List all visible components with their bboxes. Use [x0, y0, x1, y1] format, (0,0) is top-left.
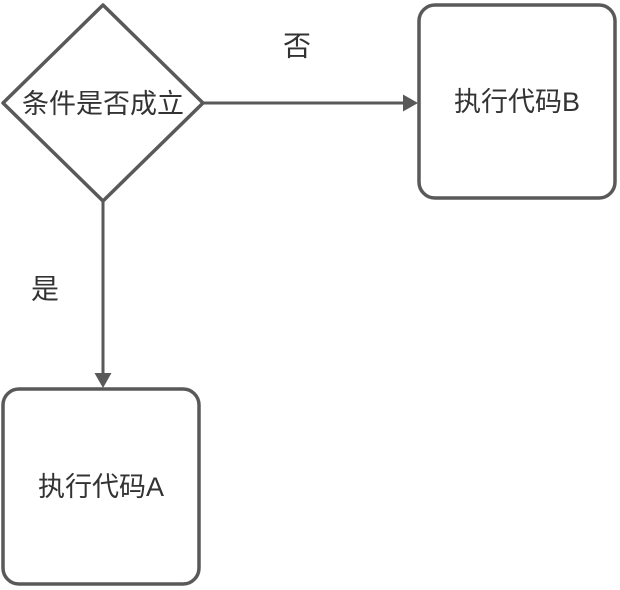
decision-diamond-shape	[1, 3, 205, 203]
process-box-b-label: 执行代码B	[454, 87, 580, 117]
node-execute-code-a: 执行代码A	[1, 387, 201, 586]
arrowhead-down-icon	[94, 373, 112, 388]
edge-yes: 是	[31, 202, 112, 388]
node-condition-decision: 条件是否成立	[1, 3, 205, 203]
node-execute-code-b: 执行代码B	[417, 3, 617, 200]
edge-no: 否	[204, 31, 418, 112]
process-box-b-shape	[417, 3, 617, 200]
arrowhead-right-icon	[403, 94, 418, 112]
edge-yes-label: 是	[31, 274, 59, 305]
process-box-a-shape	[1, 387, 201, 586]
decision-diamond-label: 条件是否成立	[22, 89, 184, 119]
process-box-a-label: 执行代码A	[38, 472, 164, 502]
edge-no-label: 否	[283, 31, 311, 62]
